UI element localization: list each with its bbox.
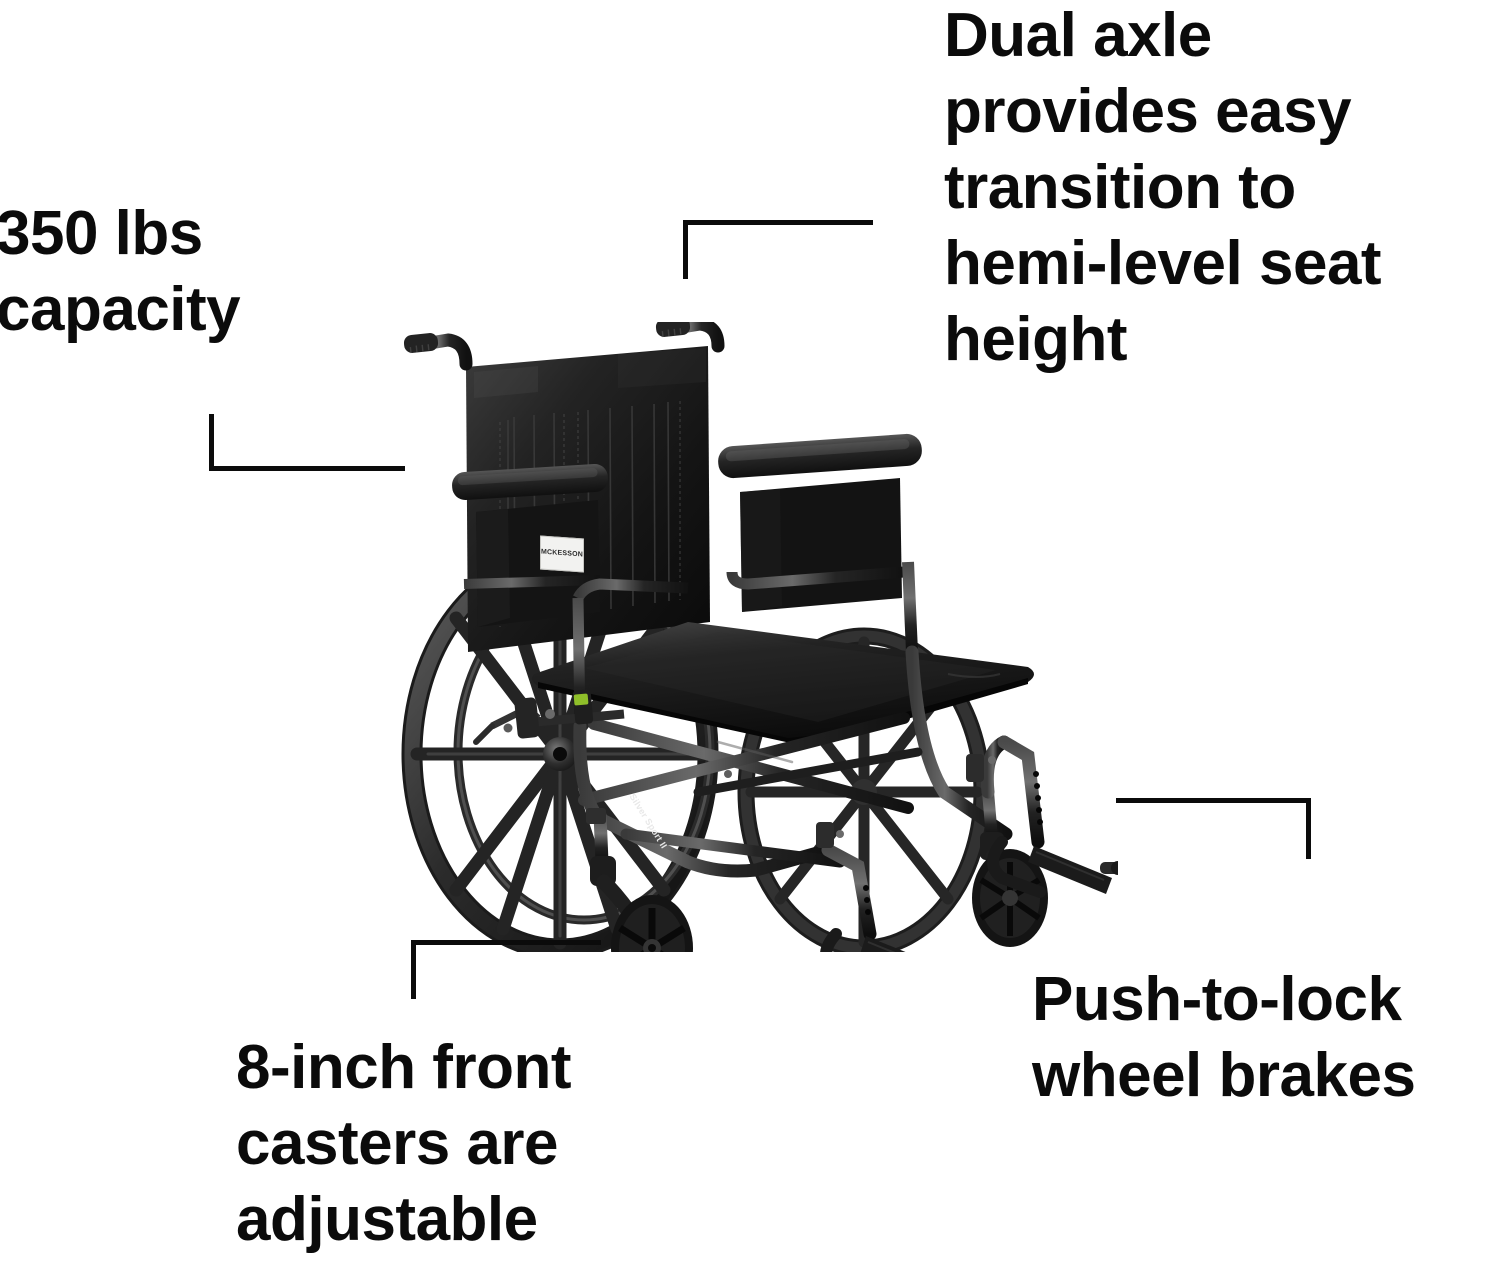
leader-casters-horizontal [411,940,601,945]
armrest-right-graphic [718,433,922,590]
callout-capacity-label: 350 lbs capacity [0,199,241,344]
leader-line-dual-axle [683,220,875,282]
callout-casters-label: 8-inch front casters are adjustable [236,1033,571,1254]
leader-capacity-vertical [209,414,214,471]
armrest-left-graphic [452,464,608,589]
hardware-graphic [586,754,996,848]
leader-dualaxle-vertical [683,220,688,279]
cross-brace-graphic [578,712,914,814]
brand-label-text: MCKESSON [540,548,584,559]
lower-frame-graphic [573,645,1013,878]
side-guard-left-graphic [476,500,600,627]
callout-dual-axle-label: Dual axle provides easy transition to he… [944,1,1382,374]
wheel-lock-brake-graphic [473,689,625,745]
leader-line-brakes [1116,798,1312,862]
leader-line-casters [411,940,603,1002]
leader-brakes-horizontal [1116,798,1311,803]
leader-capacity-horizontal [209,466,405,471]
footrest-left-graphic [820,843,906,952]
product-brand-label: MCKESSON [540,535,584,573]
leader-casters-vertical [411,940,416,999]
callout-brakes-label: Push-to-lock wheel brakes [1032,965,1416,1110]
leader-brakes-vertical [1306,798,1311,859]
leader-line-capacity [209,414,407,474]
front-caster-left-graphic [590,813,693,952]
footrest-right-graphic [980,735,1118,898]
push-handle-right-graphic [655,322,725,639]
wheelchair-product-image [388,322,1118,952]
leader-dualaxle-horizontal [683,220,873,225]
side-guard-right-graphic [740,478,902,612]
